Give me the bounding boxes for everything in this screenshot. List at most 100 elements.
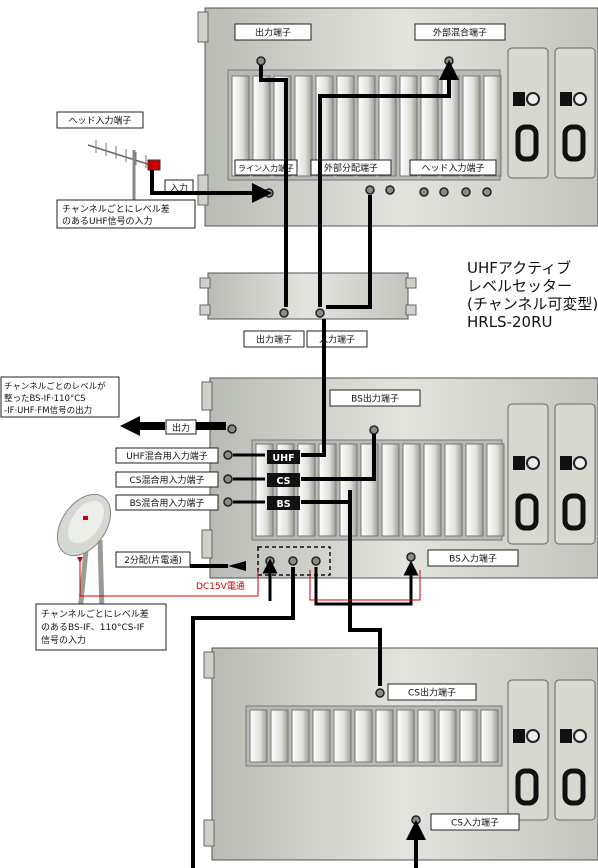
card-slot xyxy=(276,443,295,537)
label-output-arrow: 出力 xyxy=(165,419,197,435)
label-cs-in: CS入力端子 xyxy=(430,813,520,831)
label-dc15v: DC15V電通 xyxy=(196,581,245,592)
card-slot xyxy=(444,443,463,537)
card-slot xyxy=(486,443,505,537)
svg-text:UHF混合用入力端子: UHF混合用入力端子 xyxy=(126,450,208,462)
card-slot xyxy=(297,443,316,537)
card-slot xyxy=(255,443,274,537)
tag-uhf: UHF xyxy=(267,450,300,464)
card-slot xyxy=(396,709,415,763)
card-slot xyxy=(423,443,442,537)
tag-bs: BS xyxy=(267,496,300,510)
svg-text:BS出力端子: BS出力端子 xyxy=(351,393,399,405)
label-splitter: 2分配(片電通) xyxy=(115,551,191,568)
svg-text:外部混合端子: 外部混合端子 xyxy=(433,27,487,39)
card-slot xyxy=(465,443,484,537)
label-middle-in: 入力端子 xyxy=(306,330,368,348)
svg-text:出力端子: 出力端子 xyxy=(256,334,292,346)
svg-text:-IF·UHF·FM信号の出力: -IF·UHF·FM信号の出力 xyxy=(4,405,92,416)
svg-text:のあるBS-IF、110°CS-IF: のあるBS-IF、110°CS-IF xyxy=(41,622,145,633)
note-dish-input: チャンネルごとにレベル差 のあるBS-IF、110°CS-IF 信号の入力 xyxy=(35,603,167,651)
svg-text:チャンネルごとのレベルが: チャンネルごとのレベルが xyxy=(4,381,106,392)
card-slot xyxy=(270,709,289,763)
power-switch-icon xyxy=(513,456,587,470)
card-slot xyxy=(312,709,331,763)
svg-text:BS: BS xyxy=(276,499,290,510)
svg-text:CS入力端子: CS入力端子 xyxy=(451,817,499,829)
svg-text:チャンネルごとにレベル差: チャンネルごとにレベル差 xyxy=(62,203,170,215)
tag-cs: CS xyxy=(267,473,300,487)
svg-text:ヘッド入力端子: ヘッド入力端子 xyxy=(421,162,484,174)
splitter-arrow xyxy=(228,561,246,571)
card-slot xyxy=(318,443,337,537)
card-slot xyxy=(336,75,355,177)
card-slot xyxy=(420,75,439,177)
handle-icon xyxy=(515,124,586,162)
cs-unit: CS出力端子 CS入力端子 xyxy=(203,647,598,861)
product-name: UHFアクティブ レベルセッター (チャンネル可変型) HRLS-20RU xyxy=(467,259,598,331)
svg-text:チャンネルごとにレベル差: チャンネルごとにレベル差 xyxy=(41,608,149,620)
handle-icon xyxy=(515,493,586,531)
card-slot xyxy=(417,709,436,763)
svg-text:信号の入力: 信号の入力 xyxy=(41,634,86,646)
label-uhf-mix: UHF混合用入力端子 xyxy=(115,447,219,464)
label-middle-out: 出力端子 xyxy=(243,330,305,348)
card-slot xyxy=(231,75,250,177)
svg-text:CS: CS xyxy=(277,476,291,487)
card-slot xyxy=(462,75,481,177)
uhf-antenna-icon xyxy=(87,140,161,205)
svg-text:のあるUHF信号の入力: のあるUHF信号の入力 xyxy=(62,215,153,227)
note-uhf-input: チャンネルごとにレベル差 のあるUHF信号の入力 xyxy=(56,199,196,229)
card-slot xyxy=(291,709,310,763)
label-top-head-in: ヘッド入力端子 xyxy=(409,159,497,176)
svg-text:出力端子: 出力端子 xyxy=(255,27,291,39)
svg-text:整ったBS-IF·110°CS: 整ったBS-IF·110°CS xyxy=(4,393,86,404)
svg-text:BS入力端子: BS入力端子 xyxy=(449,553,497,565)
svg-text:ヘッド入力端子: ヘッド入力端子 xyxy=(68,115,131,127)
label-antenna-head-in: ヘッド入力端子 xyxy=(56,111,144,129)
middle-unit: 出力端子 入力端子 xyxy=(199,272,417,348)
card-slot xyxy=(402,443,421,537)
port-icon xyxy=(279,308,289,318)
card-slot xyxy=(381,443,400,537)
card-slot xyxy=(483,75,502,177)
cs-card-slots xyxy=(249,709,499,763)
splitter-pointer xyxy=(190,564,228,568)
card-slot xyxy=(378,75,397,177)
svg-text:CS出力端子: CS出力端子 xyxy=(408,687,456,699)
note-output: チャンネルごとのレベルが 整ったBS-IF·110°CS -IF·UHF·FM信… xyxy=(0,376,120,418)
bs-unit: BS出力端子 UHF混合用入力端子 CS混合用入力端子 BS混合用入力端子 UH… xyxy=(115,377,598,579)
label-cs-mix: CS混合用入力端子 xyxy=(115,471,219,488)
port-icon xyxy=(375,688,385,698)
card-slot xyxy=(399,75,418,177)
power-switch-icon xyxy=(513,729,587,743)
card-slot xyxy=(354,709,373,763)
label-top-line-in: ライン入力端子 xyxy=(234,159,298,176)
card-slot xyxy=(438,709,457,763)
card-slot xyxy=(480,709,499,763)
svg-text:(チャンネル可変型): (チャンネル可変型) xyxy=(467,295,598,313)
label-bs-out: BS出力端子 xyxy=(329,389,421,407)
card-slot xyxy=(294,75,313,177)
svg-text:レベルセッター: レベルセッター xyxy=(467,277,572,295)
card-slot xyxy=(459,709,478,763)
svg-text:UHF: UHF xyxy=(272,453,294,464)
bs-card-slots xyxy=(255,443,505,537)
svg-text:2分配(片電通): 2分配(片電通) xyxy=(124,554,182,566)
svg-text:CS混合用入力端子: CS混合用入力端子 xyxy=(130,474,205,486)
port-icon xyxy=(315,308,325,318)
dc-power-line xyxy=(77,557,421,601)
card-slot xyxy=(333,709,352,763)
card-slot xyxy=(249,709,268,763)
label-top-ext-dist: 外部分配端子 xyxy=(310,159,392,176)
svg-text:出力: 出力 xyxy=(172,422,190,434)
label-top-out: 出力端子 xyxy=(234,23,312,41)
svg-text:外部分配端子: 外部分配端子 xyxy=(324,162,378,174)
label-cs-out: CS出力端子 xyxy=(387,683,477,701)
top-unit: 出力端子 外部混合端子 ライン入力端子 外部分配端子 ヘッド入力端子 xyxy=(197,7,598,227)
power-switch-icon xyxy=(513,92,587,106)
satellite-dish-icon xyxy=(56,493,112,613)
label-bs-in: BS入力端子 xyxy=(427,549,519,567)
label-bs-mix: BS混合用入力端子 xyxy=(115,494,219,511)
